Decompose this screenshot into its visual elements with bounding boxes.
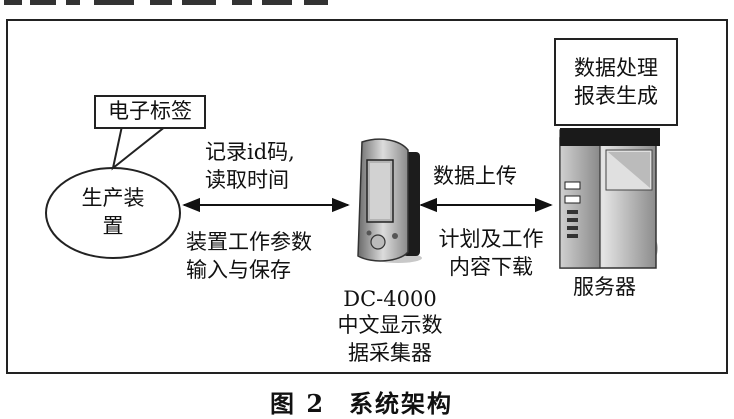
- figure-number: 图 2: [270, 389, 326, 418]
- figure-title: 系统架构: [349, 389, 453, 418]
- server-label: 服务器: [573, 275, 636, 299]
- handheld-collector-icon: [357, 138, 422, 263]
- upload-label: 数据上传: [433, 164, 517, 188]
- param-io-label: 装置工作参数 输入与保存: [186, 230, 312, 282]
- download-label: 计划及工作 内容下载: [438, 227, 544, 279]
- electronic-tag-box: 电子标签: [94, 95, 206, 129]
- cropped-header-strip: [4, 0, 328, 5]
- server-note-text: 数据处理 报表生成: [574, 56, 658, 108]
- production-device-label: 生产装 置: [81, 186, 145, 238]
- diagram-frame: [6, 19, 728, 374]
- tag-callout-pointer: [111, 125, 167, 171]
- server-tower-icon: [559, 128, 660, 269]
- record-read-label: 记录id码, 读取时间: [205, 140, 295, 192]
- collector-name-label: 中文显示数 据采集器: [337, 313, 443, 365]
- server-note-box: 数据处理 报表生成: [554, 38, 678, 126]
- collector-model-label: DC-4000: [343, 287, 437, 311]
